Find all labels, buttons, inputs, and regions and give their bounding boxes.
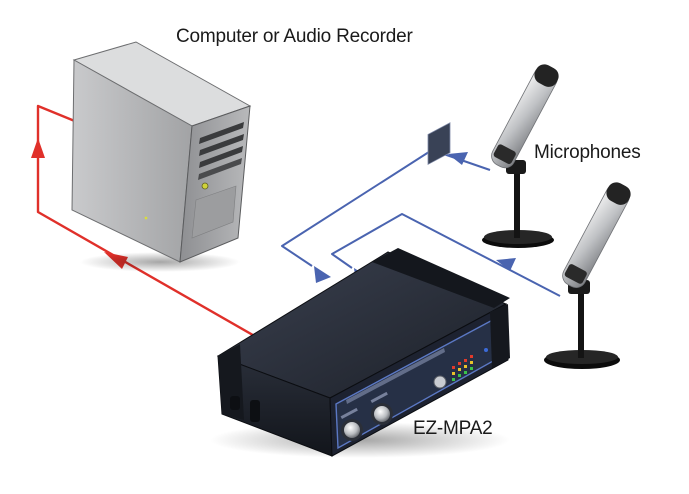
microphone-line-2 xyxy=(331,213,561,297)
arrow-icon xyxy=(496,258,516,271)
microphone-icon xyxy=(544,182,631,369)
microphone-icon xyxy=(482,64,559,248)
device-label: EZ-MPA2 xyxy=(413,418,493,439)
computer-label: Computer or Audio Recorder xyxy=(176,26,413,47)
arrow-icon xyxy=(448,152,468,165)
led-meter xyxy=(452,355,473,381)
arrow-icon xyxy=(314,266,331,283)
computer-tower-icon xyxy=(71,41,252,272)
preamplifier-device-icon xyxy=(210,122,510,458)
microphones-label: Microphones xyxy=(534,142,641,163)
arrow-icon xyxy=(31,138,45,158)
microphone-line-1 xyxy=(281,149,491,267)
audio-output-line xyxy=(36,104,259,340)
